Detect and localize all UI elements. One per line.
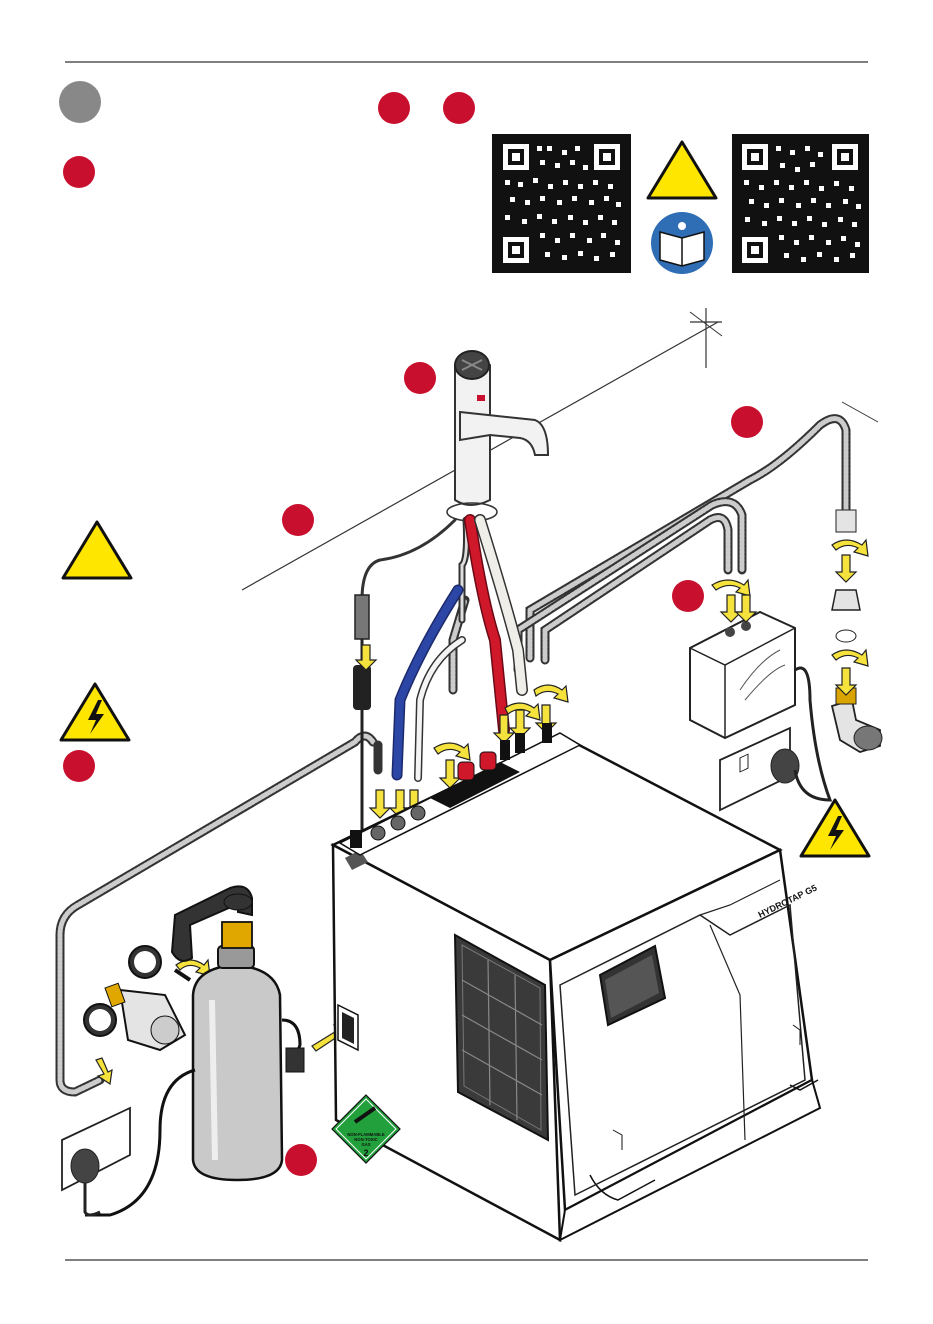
marker-red <box>378 92 410 124</box>
qr-code-icon[interactable] <box>732 134 869 273</box>
electric-hazard-icon <box>61 684 129 740</box>
gas-sign-line3: GAS <box>361 1142 370 1147</box>
manual-info-icon <box>651 212 713 274</box>
marker-red <box>443 92 475 124</box>
step-marker-grey <box>59 81 101 123</box>
marker-red <box>285 1144 317 1176</box>
qr-code-icon[interactable] <box>492 134 631 273</box>
marker-red <box>731 406 763 438</box>
warning-triangle-icon <box>648 142 716 198</box>
usb-connector <box>355 595 369 639</box>
tap <box>447 351 548 521</box>
countertop-edge <box>842 402 878 422</box>
filter-unit <box>690 612 795 738</box>
usb-connector <box>353 665 371 710</box>
marker-red <box>63 750 95 782</box>
warning-triangle-icon <box>63 522 131 578</box>
marker-red <box>282 504 314 536</box>
electric-hazard-icon <box>801 800 869 856</box>
gas-regulator <box>84 946 190 1050</box>
marker-red <box>404 362 436 394</box>
marker-red <box>672 580 704 612</box>
co2-cylinder <box>85 886 304 1215</box>
gas-sign-class: 2 <box>363 1148 368 1158</box>
marker-red <box>63 156 95 188</box>
wall-socket <box>62 1108 130 1215</box>
